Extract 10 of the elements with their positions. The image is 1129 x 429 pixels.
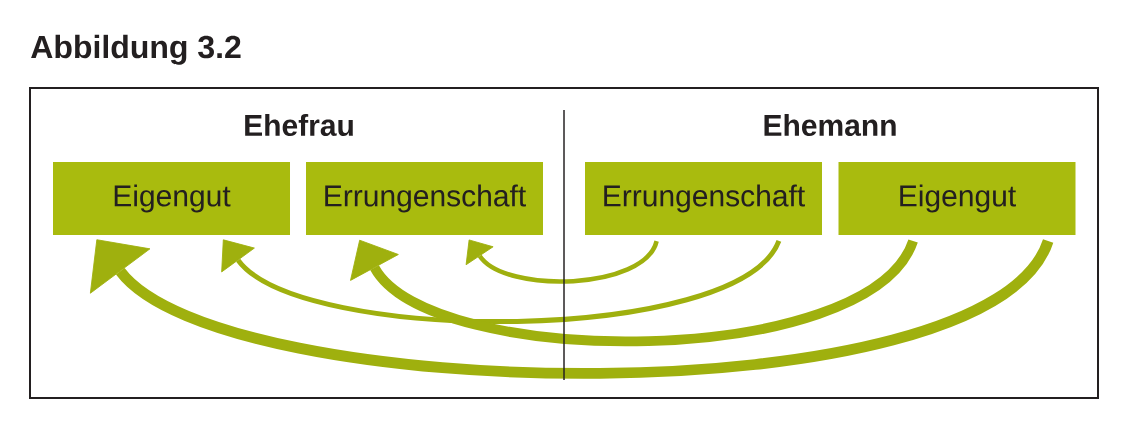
figure-title: Abbildung 3.2 <box>31 34 241 65</box>
curved-arrow <box>350 238 918 346</box>
category-box: Eigengut <box>53 162 290 235</box>
category-box: Errungenschaft <box>306 162 543 235</box>
curved-arrow <box>221 239 781 324</box>
category-box: Eigengut <box>838 162 1076 235</box>
column-heading: Ehefrau <box>245 114 353 136</box>
category-box: Errungenschaft <box>585 162 822 235</box>
column-heading: Ehemann <box>764 114 896 136</box>
curved-arrow <box>465 239 659 284</box>
